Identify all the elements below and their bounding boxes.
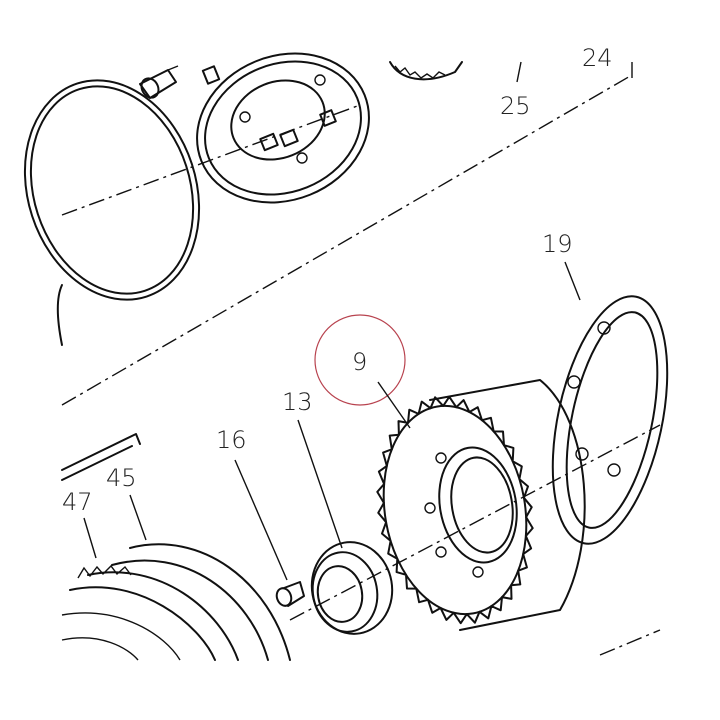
axis-lower xyxy=(289,424,661,621)
leader-16 xyxy=(234,459,288,581)
leader-13 xyxy=(297,419,343,549)
callout-16[interactable]: 16 xyxy=(216,426,247,454)
axis-middle xyxy=(61,74,633,406)
housing-plate-part xyxy=(196,52,370,204)
callout-9[interactable]: 9 xyxy=(352,348,367,376)
spacer-bushing-part xyxy=(297,419,394,635)
leader-19 xyxy=(564,261,581,301)
highlight-circle[interactable] xyxy=(314,314,406,406)
callout-25[interactable]: 25 xyxy=(500,92,531,120)
axis-top xyxy=(61,104,361,216)
bearing-ring-part xyxy=(551,261,669,545)
callout-19[interactable]: 19 xyxy=(542,230,573,258)
leader-45 xyxy=(129,494,147,541)
screw-bolt-part xyxy=(234,459,305,607)
callout-24[interactable]: 24 xyxy=(582,44,613,72)
top-gear-fragment-part xyxy=(389,61,463,81)
leader-47 xyxy=(83,517,97,559)
leader-25 xyxy=(516,61,522,83)
screw-top-part xyxy=(139,65,179,99)
center-axes xyxy=(61,74,661,656)
o-ring-part xyxy=(23,79,201,346)
axis-corner xyxy=(599,629,661,656)
callout-45[interactable]: 45 xyxy=(106,464,137,492)
callout-13[interactable]: 13 xyxy=(282,388,313,416)
callout-47[interactable]: 47 xyxy=(62,488,93,516)
clutch-plates-part xyxy=(61,433,291,661)
leader-9 xyxy=(377,381,411,429)
gear-hub-part xyxy=(376,379,586,631)
